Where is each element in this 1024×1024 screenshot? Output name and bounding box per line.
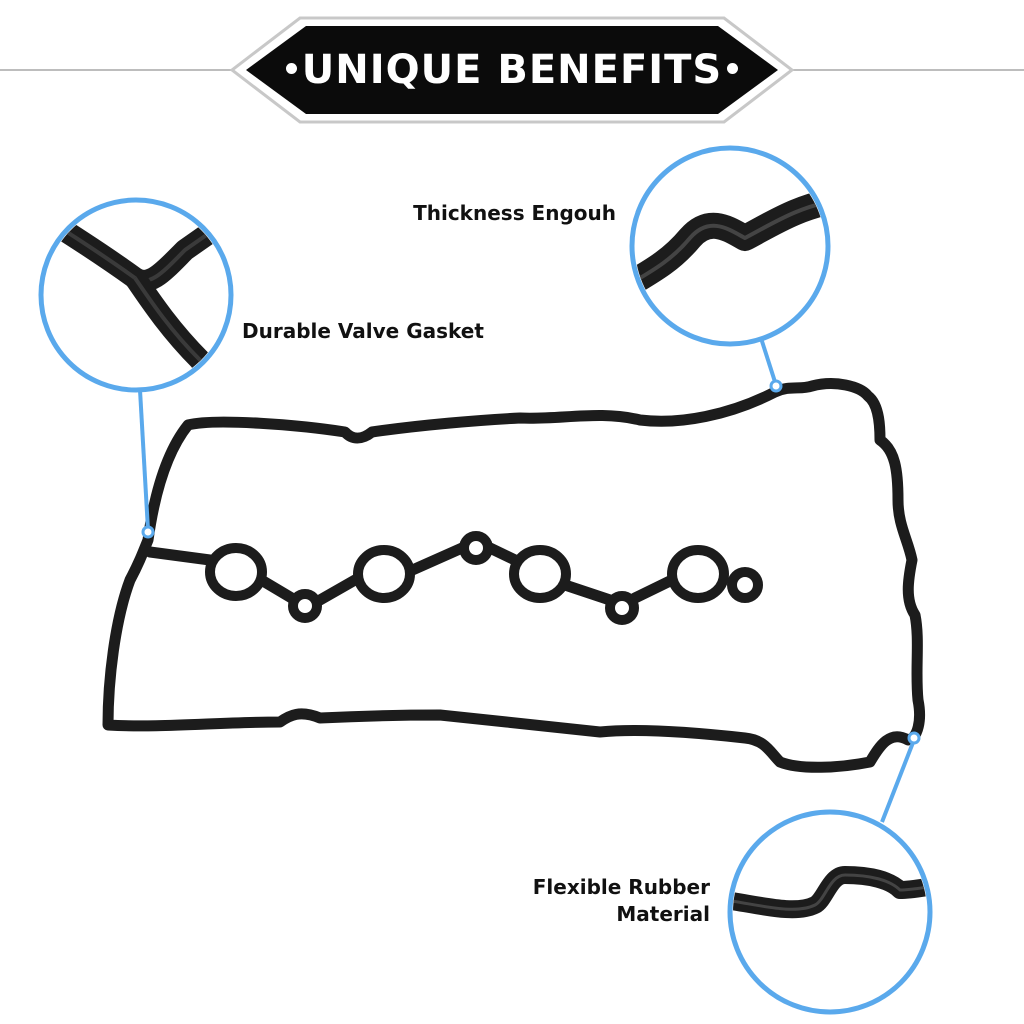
gasket-holes — [205, 531, 763, 625]
banner-title: UNIQUE BENEFITS — [262, 38, 762, 102]
bolt-hole-1 — [288, 589, 322, 623]
bolt-hole-2 — [459, 531, 493, 565]
banner-shape — [246, 26, 778, 114]
zoom-circle-durable — [38, 197, 234, 393]
zoom-circle-flexible — [727, 809, 933, 1015]
callout-flexible-line1: Flexible Rubber — [532, 875, 710, 899]
anchor-dot-flexible — [907, 731, 921, 745]
bullet-left-icon — [285, 62, 297, 74]
banner-title-text: UNIQUE BENEFITS — [301, 47, 723, 93]
connector-durable — [138, 389, 150, 531]
callout-flexible: Flexible Rubber Material — [470, 874, 710, 928]
large-hole-3 — [509, 545, 571, 603]
bolt-hole-3 — [605, 591, 639, 625]
bolt-hole-4 — [727, 567, 763, 603]
callout-durable: Durable Valve Gasket — [242, 319, 484, 343]
gasket-outline — [102, 378, 926, 773]
callout-thickness: Thickness Engouh — [413, 201, 616, 225]
anchor-dot-durable — [141, 525, 155, 539]
large-hole-1 — [205, 543, 267, 601]
connector-dots — [141, 379, 921, 745]
bullet-right-icon — [727, 62, 739, 74]
callout-flexible-line2: Material — [616, 902, 710, 926]
anchor-dot-thickness — [769, 379, 783, 393]
connector-thickness — [758, 334, 778, 386]
callout-connectors — [138, 334, 916, 823]
large-hole-4 — [667, 545, 729, 603]
large-hole-2 — [353, 545, 415, 603]
connector-flexible — [880, 739, 916, 823]
zoom-circle-thickness — [629, 145, 831, 347]
